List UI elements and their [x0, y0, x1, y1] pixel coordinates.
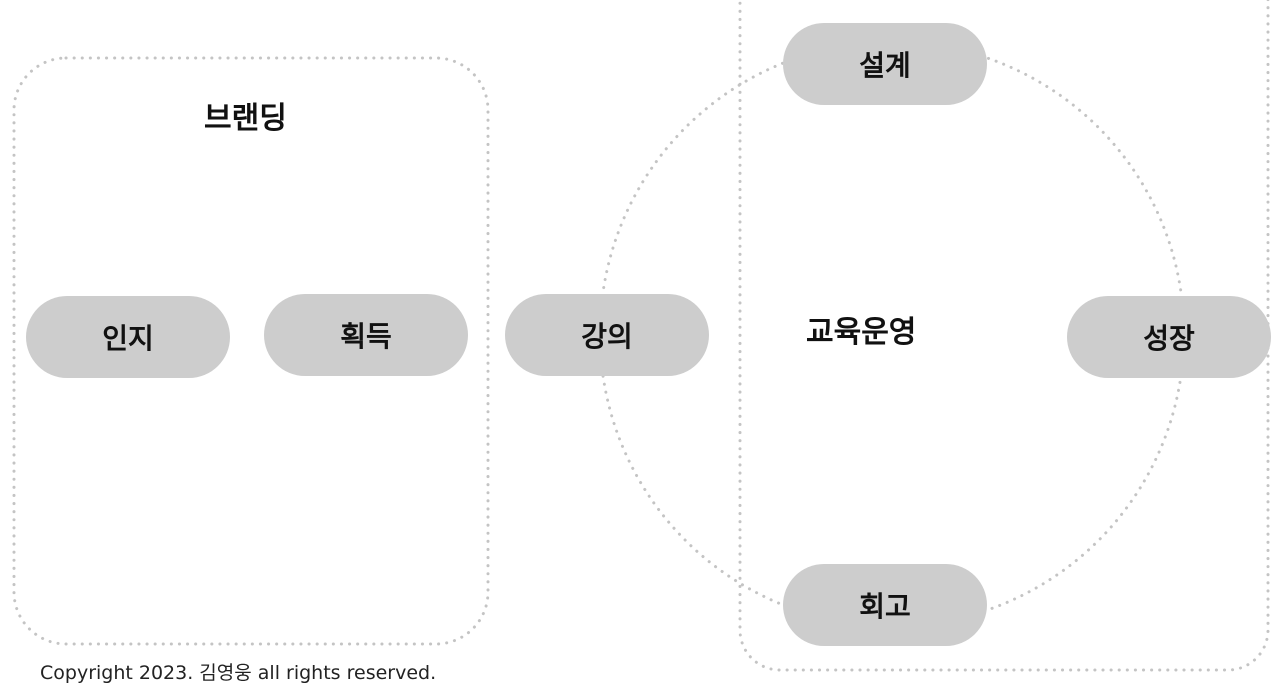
branding-group-title: 브랜딩: [204, 101, 287, 136]
education-group-border: [738, 0, 1270, 672]
node-retrospective-label: 회고: [859, 590, 911, 623]
node-design-label: 설계: [859, 49, 911, 82]
education-group-title: 교육운영: [806, 315, 917, 350]
copyright-text: Copyright 2023. 김영웅 all rights reserved.: [40, 662, 437, 684]
node-recognition-label: 인지: [102, 322, 154, 355]
node-growth[interactable]: 성장: [1067, 296, 1271, 378]
node-growth-label: 성장: [1143, 322, 1195, 355]
node-lecture[interactable]: 강의: [505, 294, 709, 376]
node-design[interactable]: 설계: [783, 23, 987, 105]
branding-group-border: [12, 56, 490, 646]
node-lecture-label: 강의: [581, 320, 633, 353]
node-acquisition[interactable]: 획득: [264, 294, 468, 376]
node-acquisition-label: 획득: [340, 320, 392, 353]
node-retrospective[interactable]: 회고: [783, 564, 987, 646]
node-recognition[interactable]: 인지: [26, 296, 230, 378]
